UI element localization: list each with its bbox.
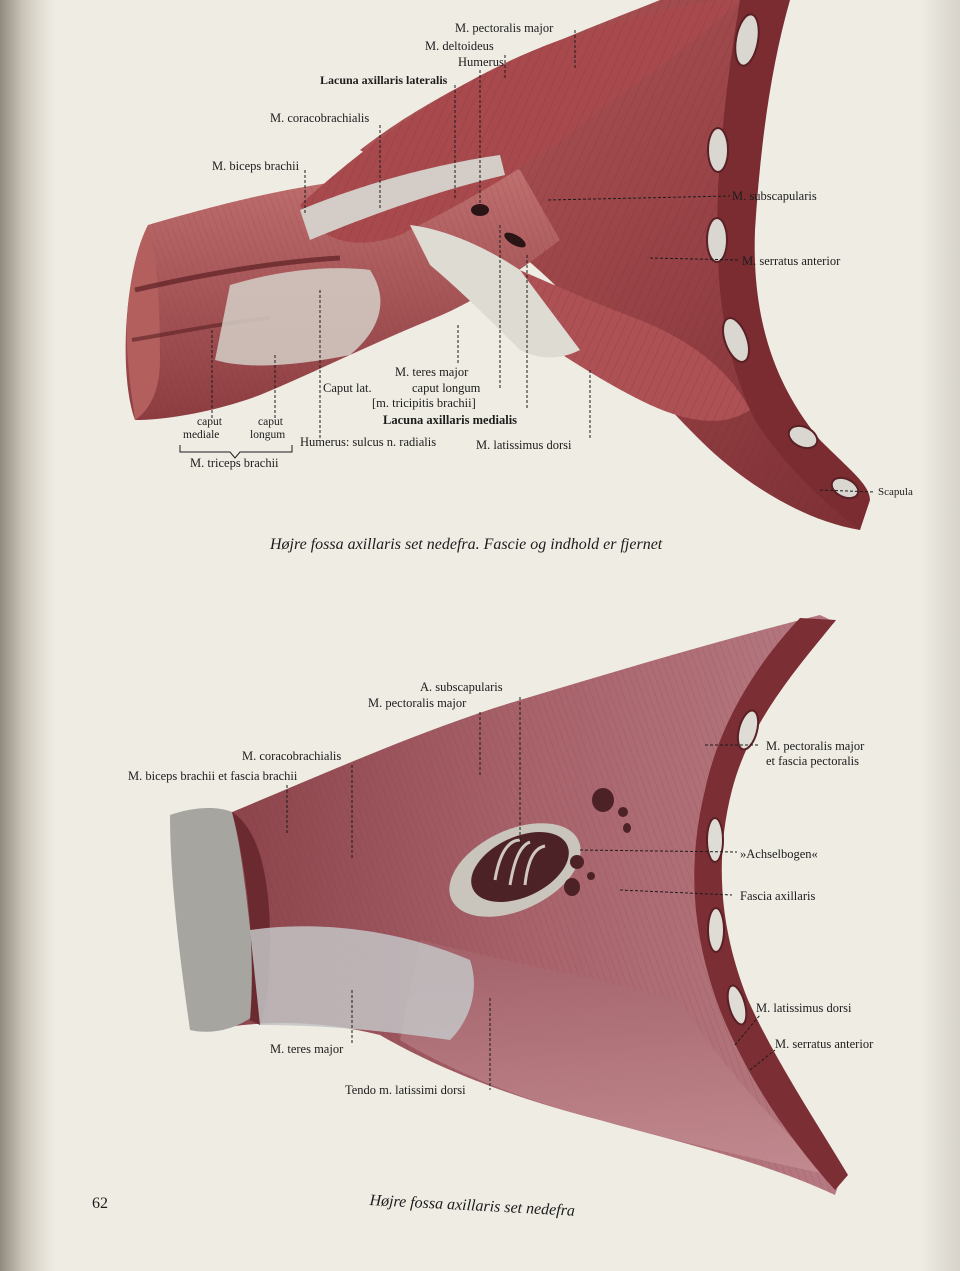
triceps-bracket bbox=[179, 445, 293, 459]
f1-label-triceps: M. triceps brachii bbox=[190, 456, 279, 470]
f1-label-scapula: Scapula bbox=[878, 486, 913, 498]
f1-label-caput-longum: caput longum bbox=[412, 381, 481, 395]
f1-label-caput-lat: Caput lat. bbox=[323, 381, 372, 395]
f1-label-serratus: M. serratus anterior bbox=[742, 254, 841, 268]
figure2-leader-lines bbox=[286, 697, 776, 1090]
f1-label-triceps-bracket: [m. tricipitis brachii] bbox=[372, 396, 476, 410]
book-gutter bbox=[0, 0, 55, 1271]
f2-label-pectoralis-major: M. pectoralis major bbox=[368, 696, 467, 710]
f1-label-biceps: M. biceps brachii bbox=[212, 159, 300, 173]
f2-label-pect-major-fascia-1: M. pectoralis major bbox=[766, 739, 865, 753]
f1-label-lacuna-medialis: Lacuna axillaris medialis bbox=[383, 413, 518, 427]
f1-label-caput-1: caput bbox=[197, 416, 222, 428]
f2-label-a-subscapularis: A. subscapularis bbox=[420, 680, 503, 694]
figure1-caption: Højre fossa axillaris set nedefra. Fasci… bbox=[270, 536, 663, 553]
f1-label-teres-major: M. teres major bbox=[395, 365, 469, 379]
f2-label-pect-major-fascia-2: et fascia pectoralis bbox=[766, 754, 860, 768]
f1-label-lacuna-lateralis: Lacuna axillaris lateralis bbox=[320, 73, 448, 87]
figure1-leader-lines bbox=[211, 30, 876, 493]
f2-label-coracobrachialis: M. coracobrachialis bbox=[242, 749, 342, 763]
f2-label-teres-major: M. teres major bbox=[270, 1042, 344, 1056]
f1-label-mediale: mediale bbox=[183, 429, 220, 441]
f2-label-tendo-latissimi: Tendo m. latissimi dorsi bbox=[345, 1083, 466, 1097]
f1-label-coracobrachialis: M. coracobrachialis bbox=[270, 111, 370, 125]
f2-label-latissimus: M. latissimus dorsi bbox=[756, 1001, 852, 1015]
f1-label-humerus: Humerus bbox=[458, 55, 504, 69]
f2-label-biceps-fascia: M. biceps brachii et fascia brachii bbox=[128, 769, 298, 783]
f1-label-longum: longum bbox=[250, 429, 286, 441]
figure2-muscles bbox=[170, 615, 848, 1195]
f2-label-fascia-axillaris: Fascia axillaris bbox=[740, 889, 816, 903]
f1-label-subscapularis: M. subscapularis bbox=[732, 189, 817, 203]
f1-label-latissimus: M. latissimus dorsi bbox=[476, 438, 572, 452]
f1-label-caput-2: caput bbox=[258, 416, 283, 428]
figure1-muscles bbox=[125, 0, 870, 530]
f1-label-humerus-sulcus: Humerus: sulcus n. radialis bbox=[300, 435, 437, 449]
f1-label-pectoralis-major: M. pectoralis major bbox=[455, 21, 554, 35]
page-shadow bbox=[920, 0, 960, 1271]
f2-label-achselbogen: »Achselbogen« bbox=[740, 847, 818, 861]
f1-label-deltoideus: M. deltoideus bbox=[425, 39, 494, 53]
page-number: 62 bbox=[92, 1195, 108, 1212]
f2-label-serratus: M. serratus anterior bbox=[775, 1037, 874, 1051]
